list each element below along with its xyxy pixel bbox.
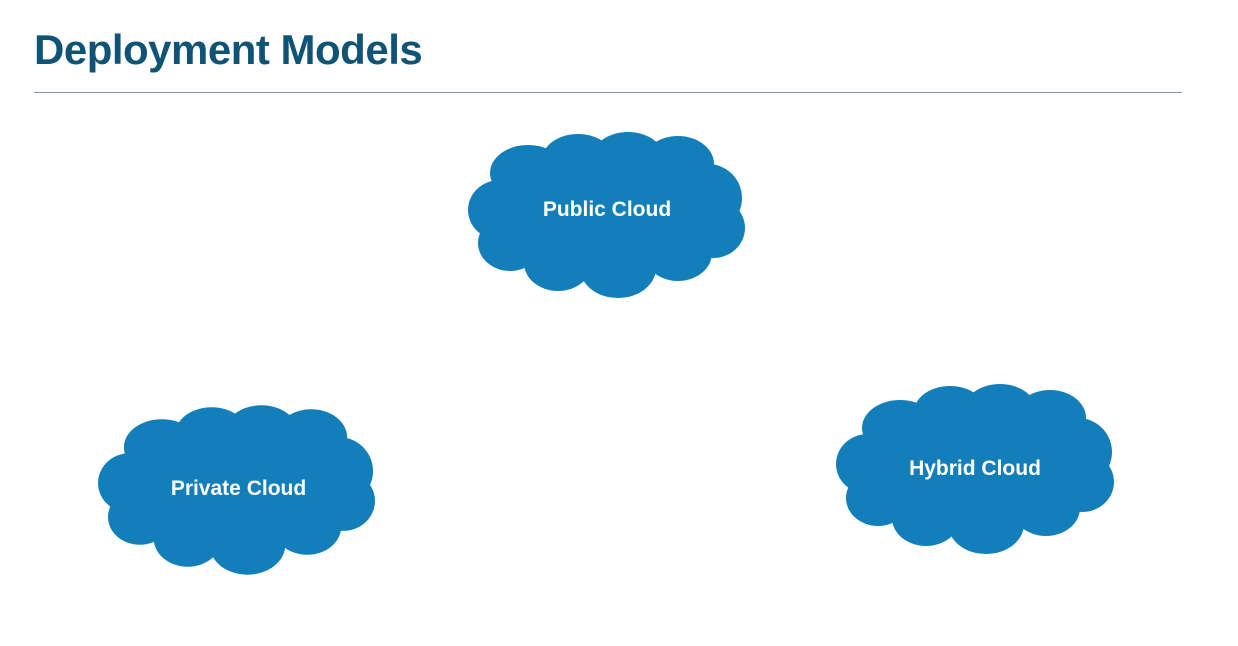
public-cloud-shape: Public Cloud	[468, 128, 746, 302]
private-cloud-icon	[98, 405, 376, 575]
private-cloud-label: Private Cloud	[170, 477, 307, 500]
slide-title: Deployment Models	[34, 26, 423, 73]
private-cloud-shape: Private Cloud	[98, 403, 377, 577]
hybrid-cloud-shape: Hybrid Cloud	[836, 382, 1114, 556]
title-divider	[34, 92, 1182, 93]
hybrid-cloud-label: Hybrid Cloud	[909, 457, 1041, 480]
hybrid-cloud-icon	[836, 384, 1114, 554]
public-cloud-label: Public Cloud	[542, 198, 672, 221]
public-cloud-icon	[468, 132, 745, 298]
